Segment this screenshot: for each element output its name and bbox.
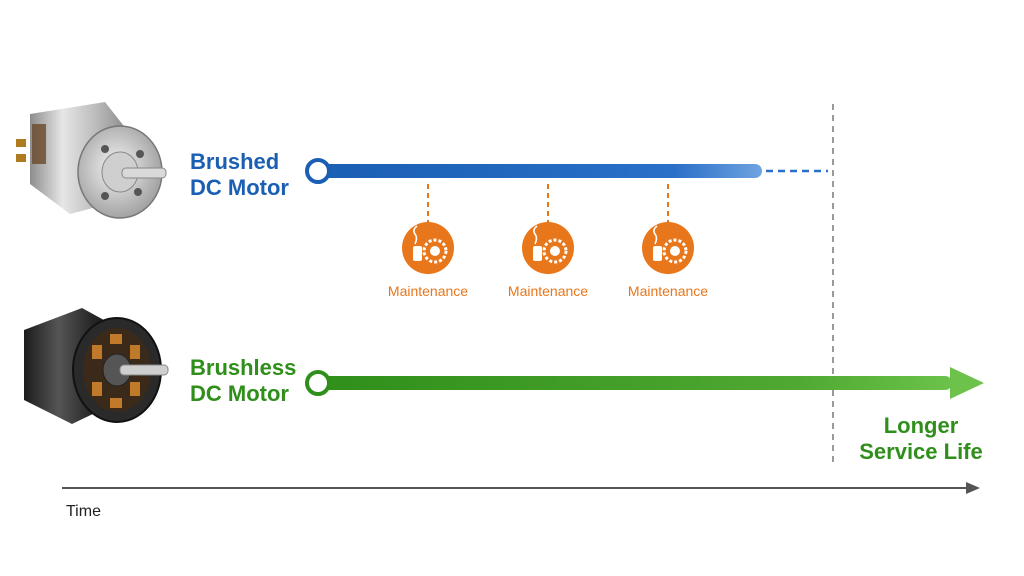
maintenance-label-2: Maintenance (507, 283, 589, 299)
longer-service-life-label: Longer Service Life (859, 413, 983, 464)
brushless-timeline-arrowhead (950, 367, 984, 399)
brushless-timeline-bar (322, 376, 952, 390)
maintenance-label-1: Maintenance (387, 283, 469, 299)
brushless-timeline-start (305, 370, 331, 396)
time-axis-label: Time (66, 503, 101, 520)
brushed-timeline-start (305, 158, 331, 184)
brushed-motor-label: Brushed DC Motor (190, 149, 289, 200)
brushed-timeline-bar (322, 164, 762, 178)
maintenance-icon (402, 222, 454, 274)
time-axis-arrowhead (966, 482, 980, 494)
maintenance-markers (402, 184, 694, 274)
brushless-motor-label: Brushless DC Motor (190, 355, 297, 406)
maintenance-icon (642, 222, 694, 274)
maintenance-label-3: Maintenance (627, 283, 709, 299)
brushless-motor-image (24, 308, 169, 424)
maintenance-icon (522, 222, 574, 274)
brushed-motor-image (16, 102, 167, 219)
